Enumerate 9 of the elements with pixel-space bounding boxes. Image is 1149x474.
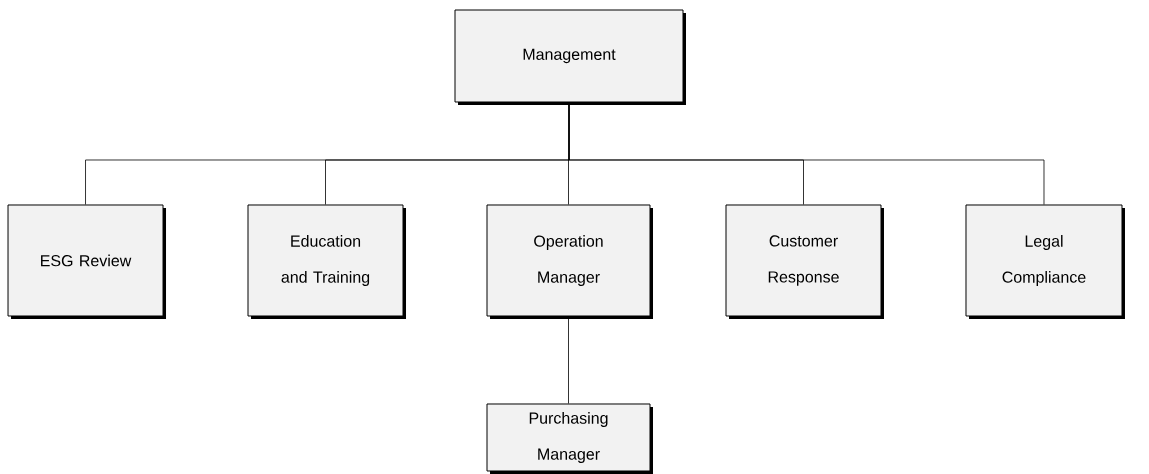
org-box: Management [454,9,686,105]
connector-line [568,102,1045,205]
org-box: Legal Compliance [965,204,1125,319]
org-box: Customer Response [725,204,884,319]
connector-line [568,316,569,404]
org-box: ESG Review [7,204,166,319]
org-box: Purchasing Manager [486,403,653,474]
org-box: Operation Manager [486,204,653,319]
org-box: Education and Training [247,204,406,319]
